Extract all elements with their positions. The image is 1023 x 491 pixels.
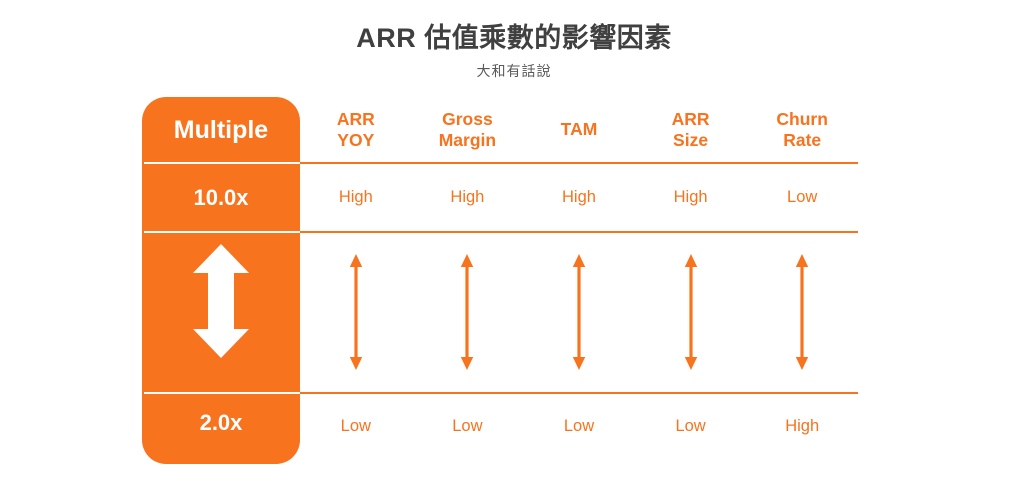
panel-divider (144, 392, 300, 394)
multiple-high-value: 10.0x (193, 184, 249, 210)
factor-high-value: High (450, 187, 485, 206)
factor-low-value: Low (675, 416, 706, 435)
range-arrow-icon (523, 233, 635, 391)
factor-high-value: High (562, 187, 596, 206)
factor-header-tam: TAM (560, 119, 598, 140)
factor-header-churn-rate: Churn Rate (776, 109, 828, 150)
range-arrow-icon (746, 233, 858, 391)
factor-header-gross-margin: Gross Margin (438, 109, 497, 150)
range-arrow-icon (635, 233, 747, 391)
up-down-arrow-icon (191, 244, 251, 358)
factor-high-value: High (338, 187, 373, 206)
factor-low-value: Low (452, 416, 483, 435)
page-subtitle: 大和有話說 (476, 62, 552, 79)
table-divider (300, 231, 858, 233)
low-multiple-row: Low Low Low Low High (300, 394, 858, 458)
page-title: ARR 估值乘數的影響因素 (356, 23, 672, 53)
factor-header-arr-size: ARR Size (671, 109, 710, 150)
multiple-low-value: 2.0x (199, 410, 243, 435)
factor-header-row: ARR YOY Gross Margin TAM ARR Size Churn … (300, 97, 858, 162)
factor-high-value: Low (787, 187, 818, 206)
factor-low-value: Low (563, 416, 595, 435)
range-arrow-icon (412, 233, 524, 391)
panel-divider (144, 231, 300, 233)
range-arrows-row (300, 233, 858, 391)
header: ARR 估值乘數的影響因素 大和有話說 (0, 22, 1023, 81)
panel-divider (144, 162, 300, 164)
table-divider (300, 162, 858, 164)
high-multiple-row: High High High High Low (300, 164, 858, 230)
range-arrow-icon (300, 233, 412, 391)
factor-low-value: Low (340, 416, 371, 435)
table-divider (300, 392, 858, 394)
factor-high-value: High (673, 187, 708, 206)
multiple-panel-title: Multiple (173, 115, 269, 144)
factor-low-value: High (785, 416, 820, 435)
multiple-panel: Multiple 10.0x 2.0x (142, 97, 300, 464)
factor-header-arr-yoy: ARR YOY (336, 109, 375, 150)
